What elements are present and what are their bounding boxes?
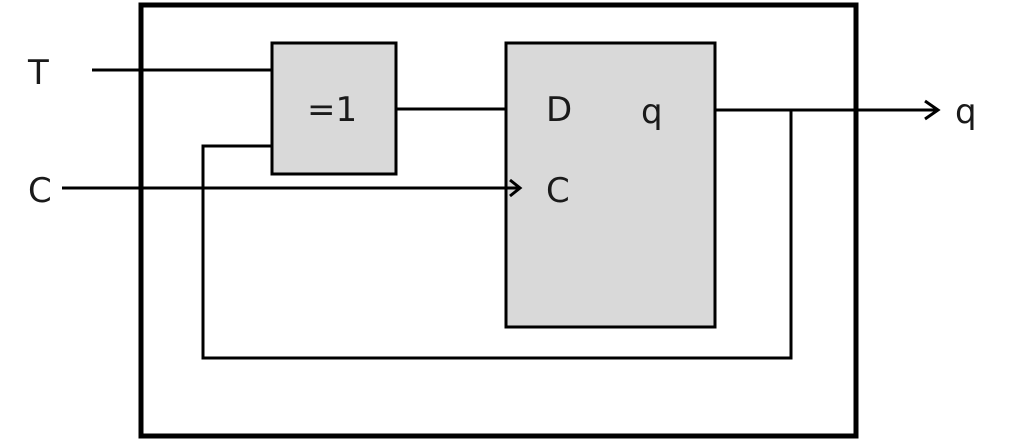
c-input-label: C <box>28 171 52 211</box>
d-input-label: D <box>546 90 572 130</box>
t-input-label: T <box>27 53 49 93</box>
feedback-wire <box>201 110 793 360</box>
q-internal-label: q <box>641 92 663 132</box>
clock-arrowhead-icon <box>509 178 523 198</box>
xor-gate-block <box>270 41 398 176</box>
d-flipflop-block <box>504 41 717 329</box>
q-output-label: q <box>955 92 977 132</box>
outer-frame <box>138 2 859 439</box>
clock-input-label: C <box>546 171 570 211</box>
output-arrowhead-icon <box>924 99 941 121</box>
xor-gate-label: =1 <box>307 90 357 130</box>
